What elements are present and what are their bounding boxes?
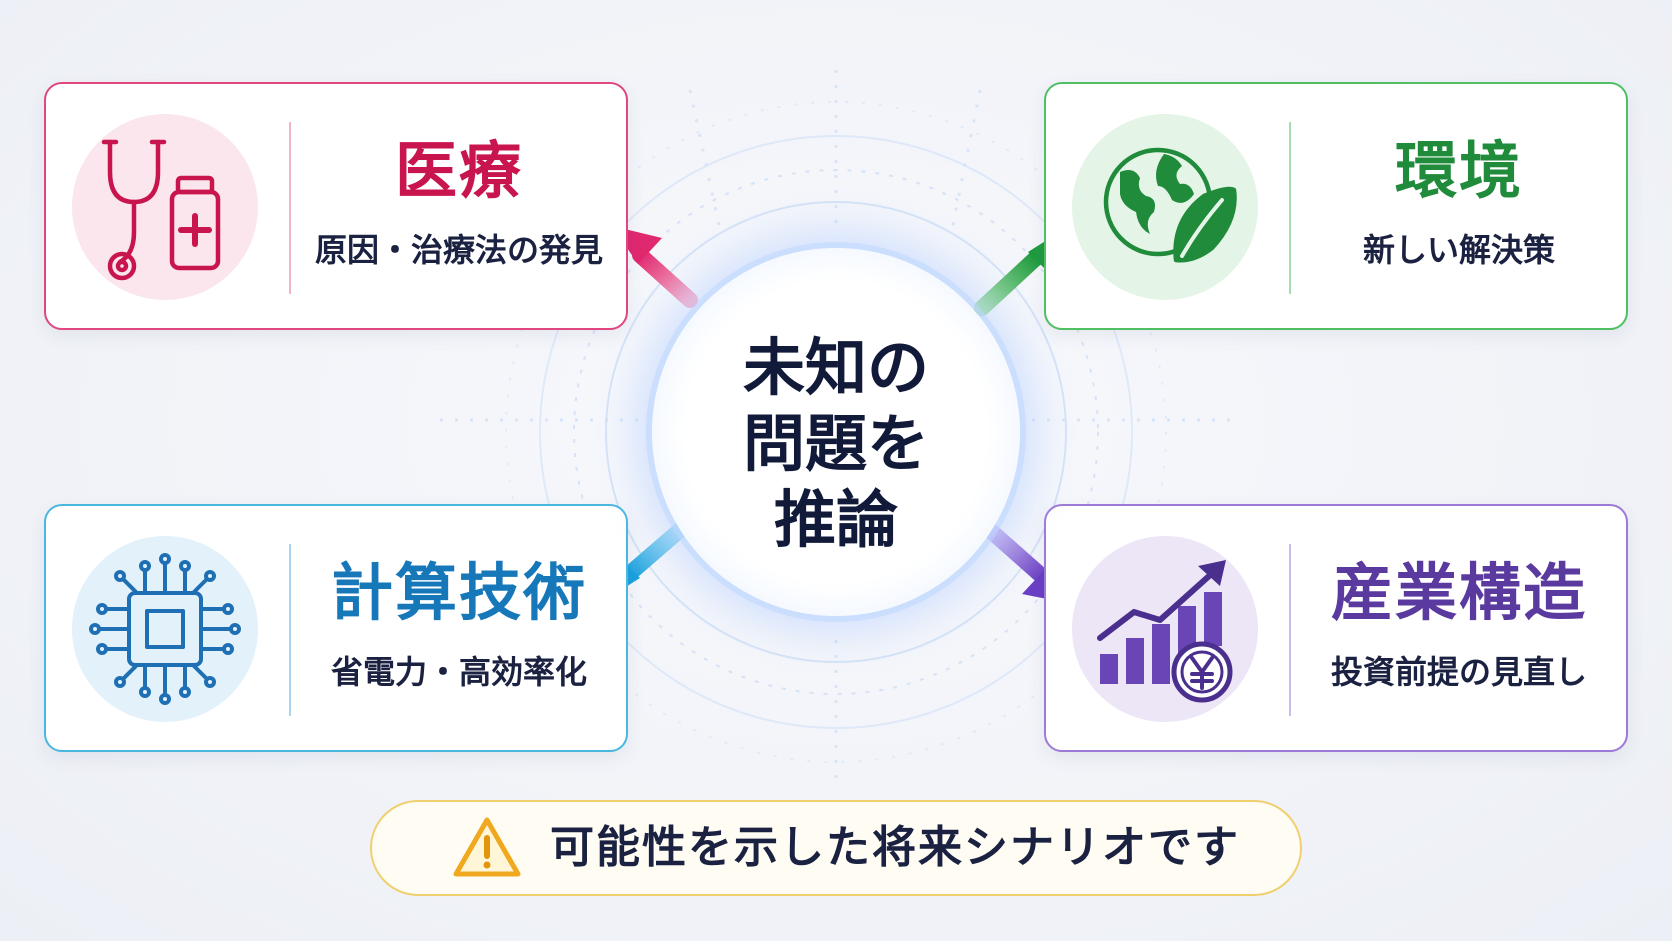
environment-icon-badge	[1072, 114, 1258, 300]
medical-icon-badge	[72, 114, 258, 300]
medical-divider	[289, 122, 291, 294]
environment-title: 環境	[1394, 134, 1523, 207]
computing-title: 計算技術	[330, 556, 587, 629]
medical-title: 医療	[394, 134, 523, 207]
medical-subtitle: 原因・治療法の発見	[314, 231, 603, 269]
globe-leaf-icon	[1103, 147, 1237, 263]
card-industry: 産業構造 投資前提の見直し	[1044, 504, 1628, 752]
scenario-note: 可能性を示した将来シナリオです	[370, 800, 1302, 896]
central-hub: 未知の 問題を 推論	[652, 248, 1020, 616]
hub-label: 未知の 問題を 推論	[652, 330, 1020, 558]
note-text: 可能性を示した将来シナリオです	[550, 822, 1240, 873]
card-computing: 計算技術 省電力・高効率化	[44, 504, 628, 752]
industry-title: 産業構造	[1330, 556, 1587, 629]
industry-icon-badge	[1072, 536, 1258, 722]
environment-subtitle: 新しい解決策	[1362, 231, 1555, 269]
hub-line-2: 問題を	[742, 407, 929, 480]
stethoscope-medicine-icon	[101, 139, 221, 281]
computing-divider	[289, 544, 291, 716]
hub-line-1: 未知の	[742, 331, 929, 404]
computing-subtitle: 省電力・高効率化	[330, 653, 587, 691]
hub-line-3: 推論	[773, 483, 898, 556]
industry-subtitle: 投資前提の見直し	[1330, 653, 1587, 691]
environment-divider	[1289, 122, 1291, 294]
growth-chart-yen-icon	[1097, 560, 1233, 703]
warning-icon	[453, 817, 521, 877]
industry-divider	[1289, 544, 1291, 716]
card-environment: 環境 新しい解決策	[1044, 82, 1628, 330]
computing-icon-badge	[72, 536, 258, 722]
microchip-icon	[89, 553, 241, 705]
card-medical: 医療 原因・治療法の発見	[44, 82, 628, 330]
